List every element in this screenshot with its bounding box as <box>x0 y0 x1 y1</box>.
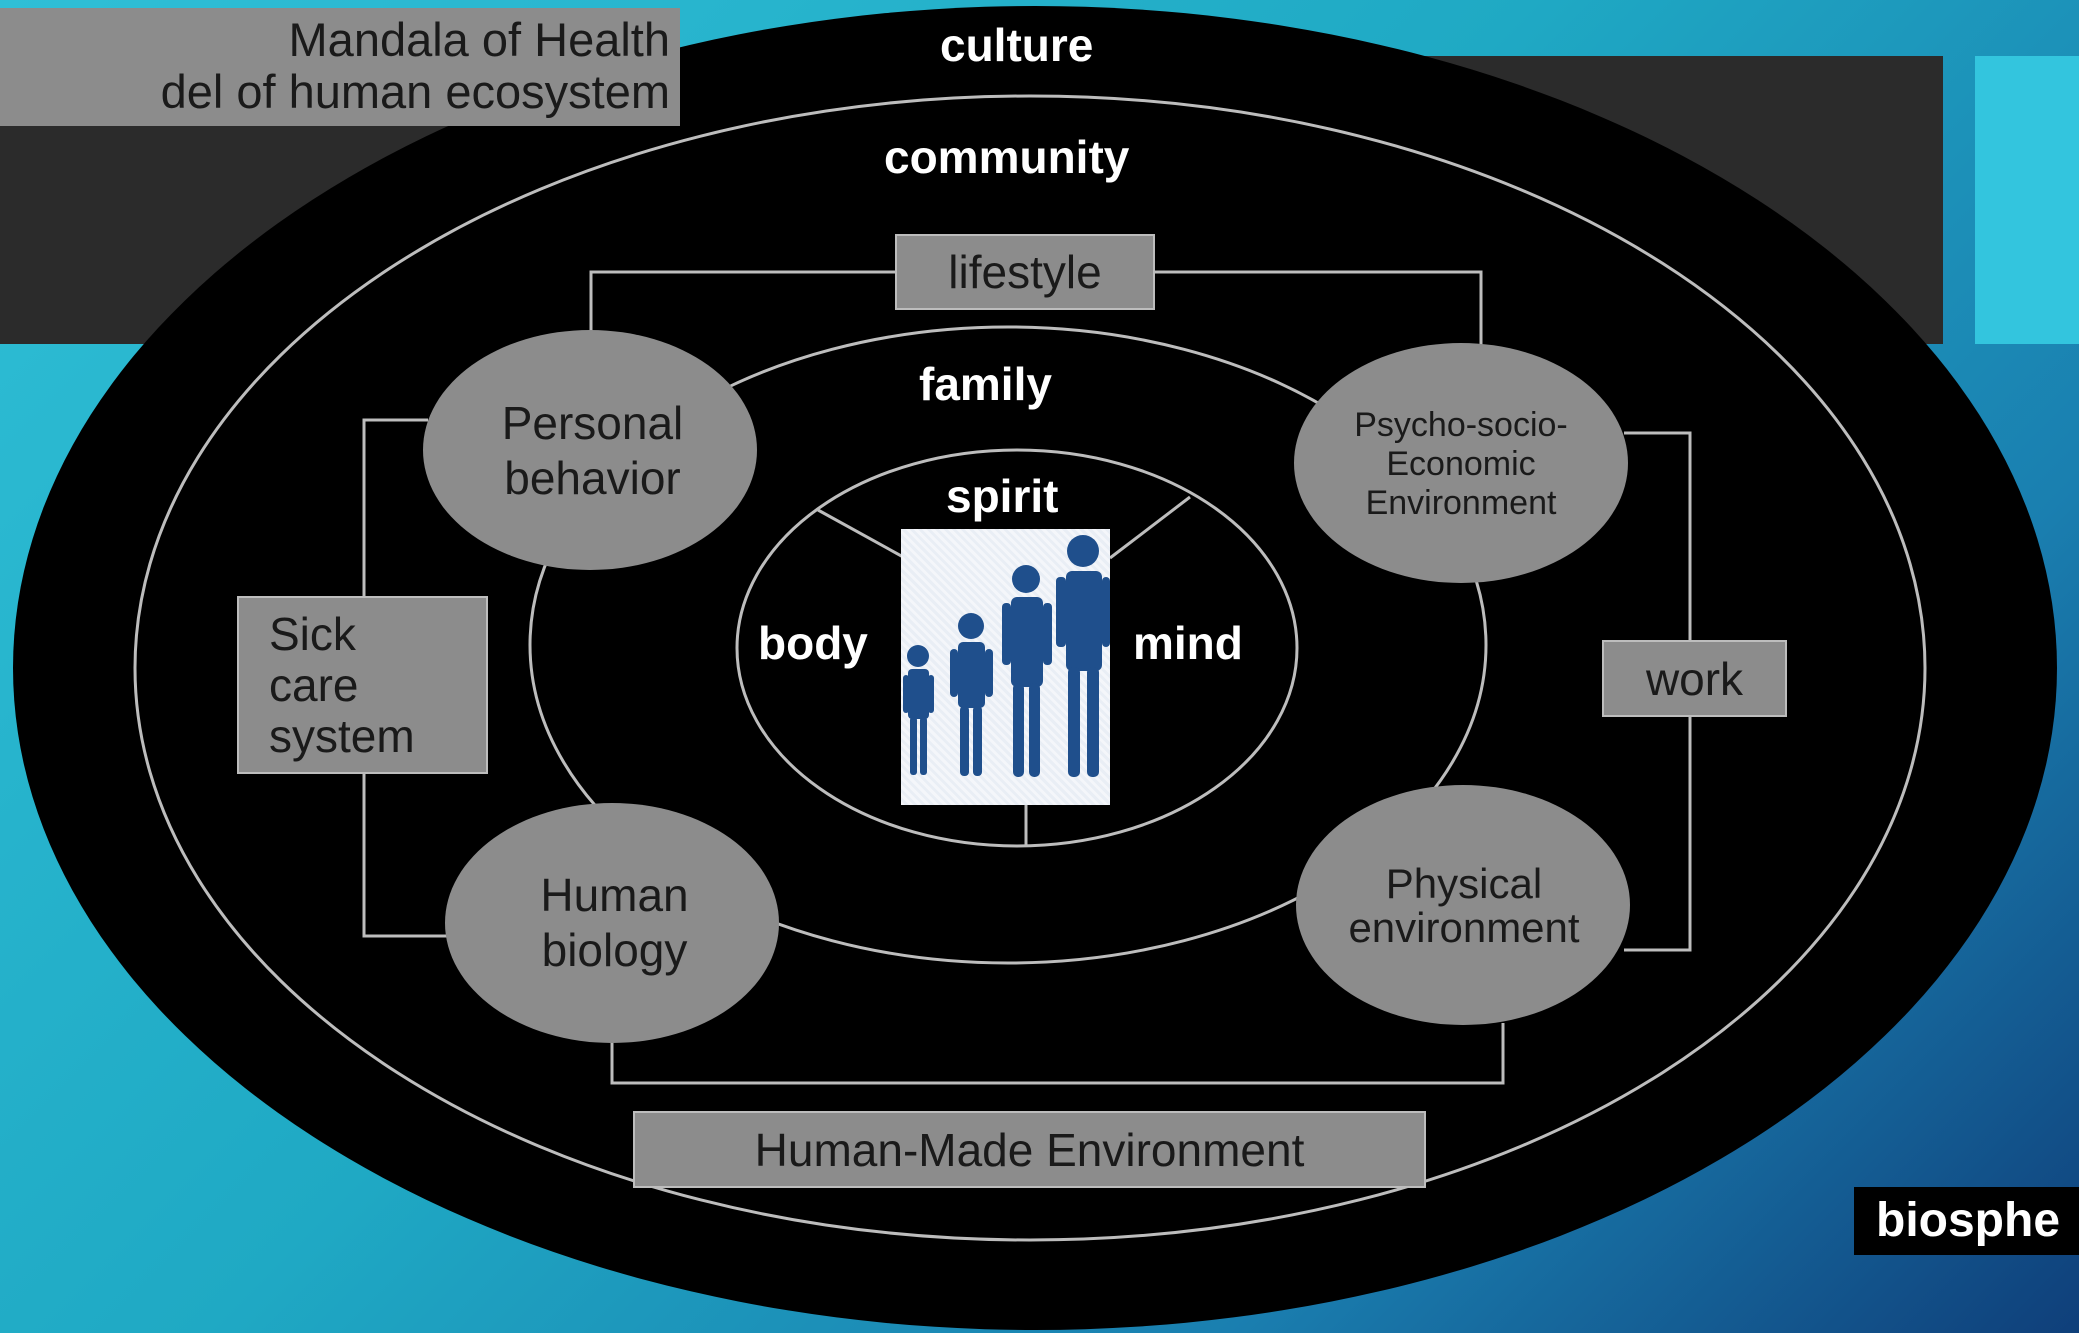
physical-environment-label: Physical environment <box>1348 860 1580 951</box>
divider-right <box>1109 495 1191 560</box>
personal-behavior-label: Personal behavior <box>501 397 684 505</box>
culture-label: culture <box>940 19 1094 71</box>
sick-care-box: Sick care system <box>237 596 488 774</box>
community-label: community <box>884 131 1130 183</box>
human-made-box: Human-Made Environment <box>633 1111 1426 1188</box>
work-box: work <box>1602 640 1787 717</box>
title-line-1: Mandala of Health <box>288 13 670 66</box>
lifestyle-box: lifestyle <box>895 234 1155 310</box>
body-label: body <box>758 617 868 669</box>
title-line-2: del of human ecosystem <box>160 65 670 118</box>
divider-left <box>817 508 906 560</box>
biosphere-label: biosphe <box>1854 1187 2079 1255</box>
spirit-ring <box>735 448 1299 848</box>
physical-environment-node <box>1296 785 1630 1025</box>
community-ring <box>133 94 1927 1242</box>
human-made-connector <box>610 1023 1505 1085</box>
spirit-label: spirit <box>946 470 1059 522</box>
family-ring <box>528 325 1488 965</box>
mind-label: mind <box>1133 617 1243 669</box>
psycho-socio-node <box>1294 343 1628 583</box>
personal-behavior-node <box>423 330 757 570</box>
family-people-icon <box>901 529 1110 805</box>
cyan-accent-panel <box>1975 56 2079 344</box>
title-box: Mandala of Health del of human ecosystem <box>0 8 680 126</box>
human-biology-label: Human biology <box>540 869 689 977</box>
human-biology-node <box>445 803 779 1043</box>
family-label: family <box>919 358 1052 410</box>
psycho-socio-label: Psycho-socio- Economic Environment <box>1354 406 1568 522</box>
